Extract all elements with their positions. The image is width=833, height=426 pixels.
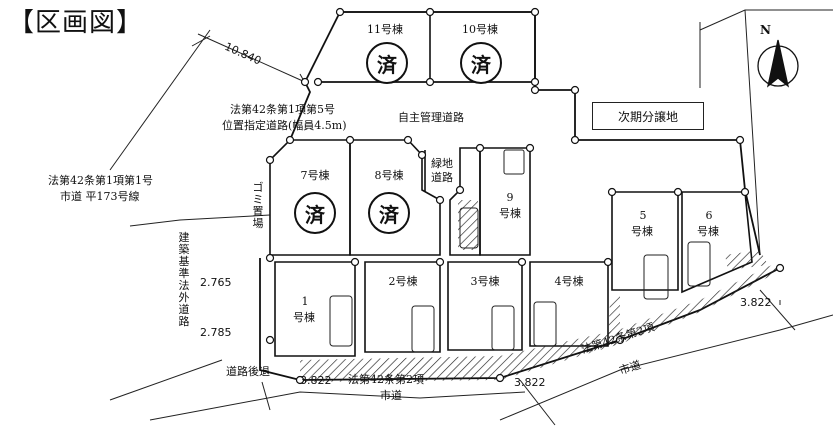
shared-road-label-2: 道路 <box>431 171 453 184</box>
city-road-left-label-1: 法第42条第1項第1号 <box>48 174 153 187</box>
lot-5-number: 5 <box>639 209 647 222</box>
lot-9-suffix: 号棟 <box>499 207 521 220</box>
dimension-3822-bottom: 3.822 <box>300 374 332 387</box>
boundary-markers <box>265 7 785 385</box>
lot-5-suffix: 号棟 <box>631 225 653 238</box>
setback-hatching <box>300 200 782 382</box>
designated-road-label-2: 位置指定道路(幅員4.5m) <box>222 119 347 132</box>
next-phase-box: 次期分譲地 <box>592 102 704 130</box>
outside-law-road-label: 建築基準法外道路 <box>178 231 190 328</box>
lot-11-label: 11号棟 <box>367 23 403 36</box>
sold-mark-8: 済 <box>368 192 410 234</box>
designated-road-label-1: 法第42条第1項第5号 <box>230 103 335 116</box>
road-lines <box>109 9 833 426</box>
compass-rose <box>757 39 799 88</box>
garbage-area-label: ゴミ置場 <box>252 181 264 230</box>
compass-north-label: N <box>760 23 771 37</box>
parking-slots <box>329 149 711 353</box>
lot-7-label: 7号棟 <box>300 169 330 182</box>
dimension-2785: 2.785 <box>200 326 232 339</box>
lot-10-label: 10号棟 <box>462 23 498 36</box>
page-title: 【区画図】 <box>8 8 144 38</box>
dimension-3822-right: 3.822 <box>740 296 772 309</box>
shared-road-label-1: 緑地 <box>431 157 453 170</box>
city-road-bottom-label-2: 市道 <box>380 389 402 402</box>
city-road-bottom-label-1: 法第42条第2項 <box>348 373 424 386</box>
lot-2-label: 2号棟 <box>388 275 418 288</box>
lot-1-number: 1 <box>301 295 309 308</box>
dimension-3822-mid: 3.822 <box>514 376 546 389</box>
sold-mark-7: 済 <box>294 192 336 234</box>
sold-mark-10: 済 <box>460 42 502 84</box>
city-road-left-label-2: 市道 平173号線 <box>60 190 140 203</box>
lot-8-label: 8号棟 <box>374 169 404 182</box>
private-road-label: 自主管理道路 <box>398 111 464 124</box>
dimension-2765: 2.765 <box>200 276 232 289</box>
lot-1-suffix: 号棟 <box>293 311 315 324</box>
lot-9-number: 9 <box>506 191 514 204</box>
sold-mark-11: 済 <box>366 42 408 84</box>
lots-top <box>318 11 536 83</box>
lot-3-label: 3号棟 <box>470 275 500 288</box>
road-setback-label: 道路後退 <box>226 365 270 378</box>
lot-6-suffix: 号棟 <box>697 225 719 238</box>
lot-4-label: 4号棟 <box>554 275 584 288</box>
lot-6-number: 6 <box>705 209 713 222</box>
